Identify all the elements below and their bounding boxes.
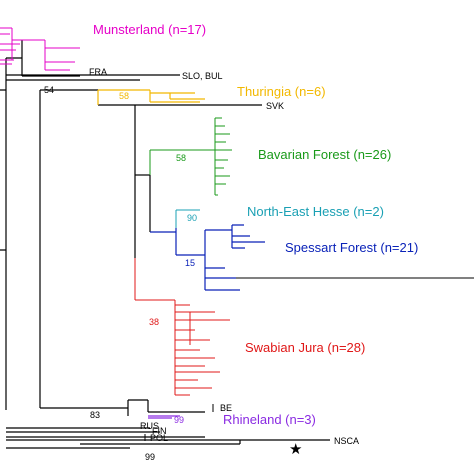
taxon-label-svk: SVK (266, 101, 284, 111)
taxon-label-nsca: NSCA (334, 436, 359, 446)
taxon-label-fra: FRA (89, 67, 107, 77)
taxon-label-pol: POL (150, 433, 168, 443)
spessart-forest-clade-branches (150, 224, 265, 291)
clade-label-thuringia: Thuringia (n=6) (237, 84, 326, 99)
clade-label-swabian-jura: Swabian Jura (n=28) (245, 340, 365, 355)
support-value-90: 90 (187, 213, 197, 223)
swabian-jura-clade-branches (134, 258, 230, 396)
munsterland-clade-branches (0, 27, 80, 71)
support-value-58-thuringia: 58 (119, 91, 129, 101)
star-marker: ★ (289, 441, 302, 458)
clade-label-spessart-forest: Spessart Forest (n=21) (285, 240, 418, 255)
taxon-label-fin: FIN (152, 426, 167, 436)
taxon-label-slo-bul: SLO, BUL (182, 71, 223, 81)
taxon-label-be: BE (220, 403, 232, 413)
bavarian-forest-clade-branches (149, 117, 232, 196)
support-value-58-bavarian: 58 (176, 153, 186, 163)
clade-label-north-east-hesse: North-East Hesse (n=2) (247, 204, 384, 219)
thuringia-clade-branches (97, 89, 205, 105)
support-value-15: 15 (185, 258, 195, 268)
backbone-branches (0, 40, 330, 449)
north-east-hesse-clade-branches (175, 209, 200, 228)
clade-label-rhineland: Rhineland (n=3) (223, 412, 316, 427)
clade-label-munsterland: Munsterland (n=17) (93, 22, 206, 37)
support-value-99: 99 (145, 452, 155, 462)
support-value-83: 83 (90, 410, 100, 420)
support-value-38: 38 (149, 317, 159, 327)
taxon-label-rus: RUS (140, 421, 159, 431)
rhineland-clade-branches (148, 415, 180, 419)
clade-label-bavarian-forest: Bavarian Forest (n=26) (258, 147, 391, 162)
support-value-54: 54 (44, 85, 54, 95)
support-value-rhineland: 99 (174, 415, 184, 425)
